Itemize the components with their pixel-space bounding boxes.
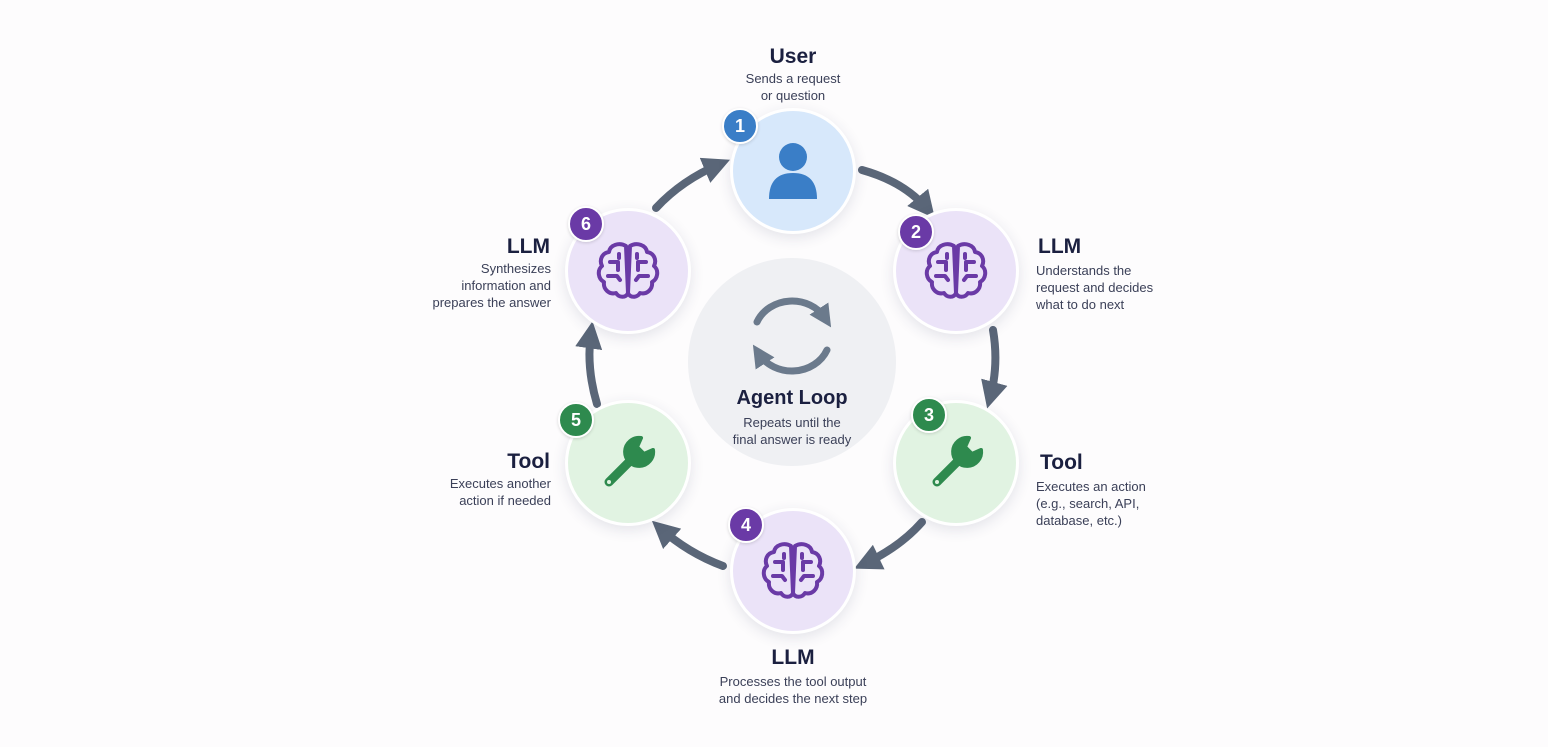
step-2-description-line: Understands the <box>1036 263 1132 278</box>
arrow-5-to-6 <box>575 321 603 408</box>
step-6-description-line: information and <box>461 278 551 293</box>
step-1-badge: 1 <box>722 108 758 144</box>
arrow-1-to-2 <box>858 166 935 219</box>
arrow-3-to-4 <box>854 518 926 570</box>
arrow-4-to-5 <box>651 520 727 570</box>
step-2-description-line: request and decides <box>1036 280 1154 295</box>
user-icon <box>769 143 817 199</box>
step-1-description-line: or question <box>760 88 826 103</box>
step-2-title: LLM <box>1038 235 1082 258</box>
step-1-description-line: Sends a request <box>745 71 841 86</box>
step-1-user-node <box>730 108 856 234</box>
step-4-description-line: Processes the tool output <box>719 674 867 689</box>
brain-icon <box>596 242 660 299</box>
step-6-description: Synthesizes information and prepares the… <box>400 260 551 311</box>
step-4-description: Processes the tool output and decides th… <box>683 673 903 707</box>
center-description: Repeats until the final answer is ready <box>688 414 896 448</box>
step-2-description: Understands the request and decides what… <box>1036 262 1153 313</box>
wrench-icon <box>932 435 984 487</box>
step-6-llm-node <box>565 208 691 334</box>
step-3-description-line: database, etc.) <box>1036 513 1122 528</box>
brain-icon <box>761 542 825 599</box>
step-6-badge: 6 <box>568 206 604 242</box>
step-3-title: Tool <box>1040 451 1083 474</box>
step-2-description-line: what to do next <box>1036 297 1125 312</box>
step-3-description: Executes an action (e.g., search, API, d… <box>1036 478 1146 529</box>
step-3-description-line: (e.g., search, API, <box>1036 496 1140 511</box>
arrow-6-to-1 <box>652 157 731 212</box>
step-1-description: Sends a request or question <box>713 70 873 104</box>
step-5-description-line: action if needed <box>459 493 551 508</box>
step-5-badge: 5 <box>558 402 594 438</box>
step-5-title: Tool <box>507 450 550 473</box>
center-circle <box>688 258 896 466</box>
step-3-badge: 3 <box>911 397 947 433</box>
brain-icon <box>924 242 988 299</box>
step-2-badge: 2 <box>898 214 934 250</box>
step-5-description-line: Executes another <box>449 476 551 491</box>
step-1-title: User <box>769 45 817 68</box>
step-6-description-line: Synthesizes <box>480 261 551 276</box>
arrow-2-to-3 <box>981 326 1008 409</box>
refresh-cycle-icon <box>752 297 832 375</box>
center-title: Agent Loop <box>736 387 848 409</box>
step-4-title: LLM <box>771 646 815 669</box>
center-description-line: Repeats until the <box>743 415 841 430</box>
wrench-icon <box>604 435 656 487</box>
step-6-title: LLM <box>506 235 550 258</box>
step-4-description-line: and decides the next step <box>718 691 868 706</box>
step-4-badge: 4 <box>728 507 764 543</box>
center-description-line: final answer is ready <box>732 432 852 447</box>
step-6-description-line: prepares the answer <box>432 295 551 310</box>
step-3-description-line: Executes an action <box>1036 479 1146 494</box>
step-5-description: Executes another action if needed <box>400 475 551 509</box>
